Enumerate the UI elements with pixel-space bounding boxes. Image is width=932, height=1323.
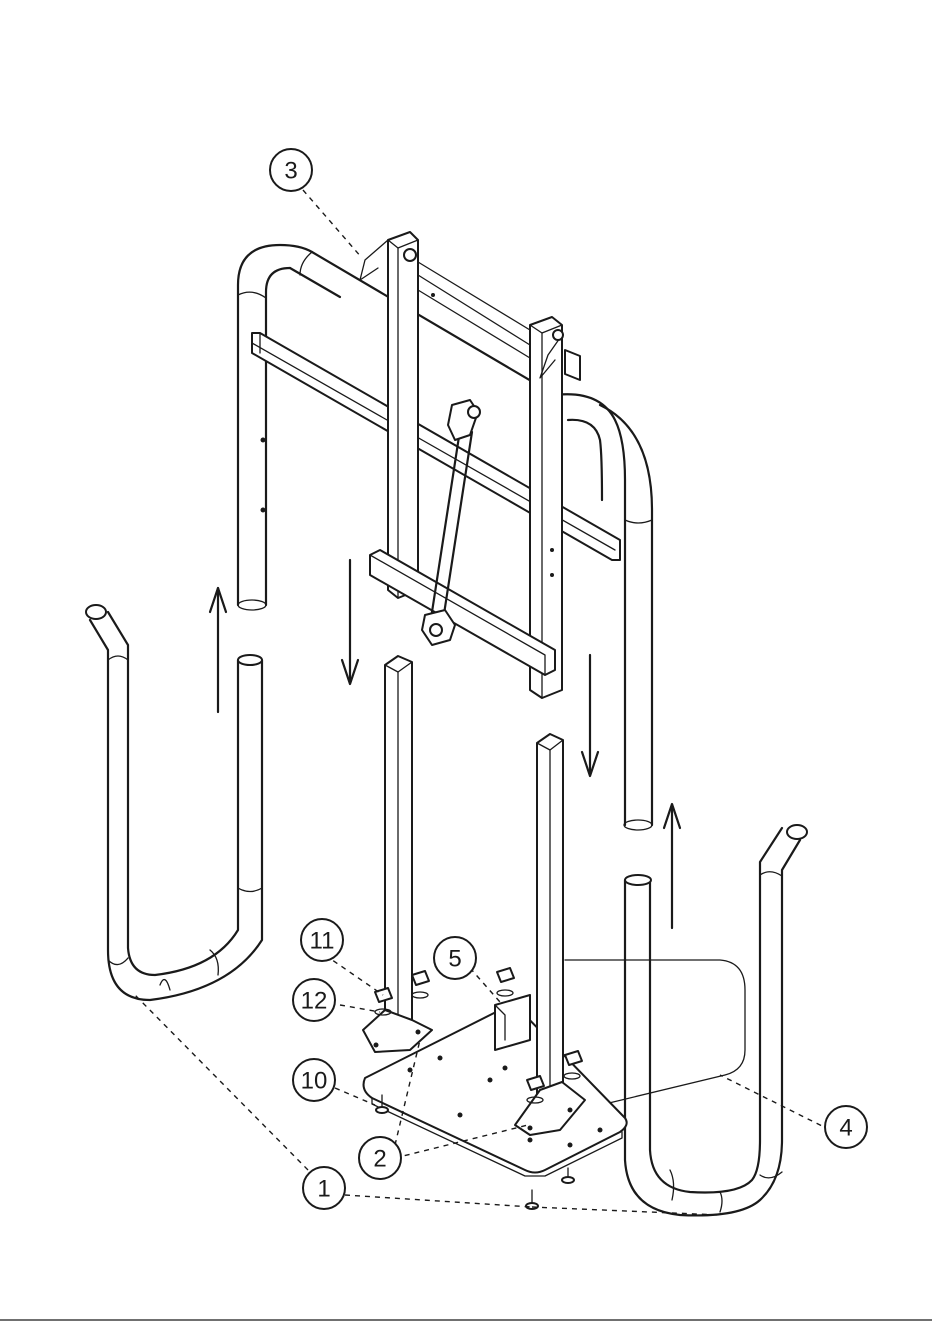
callout-2: 2 xyxy=(359,1137,401,1179)
callout-3: 3 xyxy=(270,149,312,191)
arrow-up-left xyxy=(210,588,226,712)
callout-12-label: 12 xyxy=(301,988,328,1015)
callout-5: 5 xyxy=(434,937,476,979)
callout-12: 12 xyxy=(293,979,335,1021)
callout-2-label: 2 xyxy=(373,1146,386,1173)
callout-1-label: 1 xyxy=(317,1176,330,1203)
callout-4-label: 4 xyxy=(839,1115,852,1142)
callout-11-label: 11 xyxy=(310,928,335,955)
callout-3-label: 3 xyxy=(284,158,297,185)
arrow-down-mid xyxy=(342,560,358,684)
arrow-down-right xyxy=(582,655,598,776)
callout-10-label: 10 xyxy=(301,1068,328,1095)
callout-1: 1 xyxy=(303,1167,345,1209)
mounting-bracket xyxy=(495,995,530,1050)
callout-5-label: 5 xyxy=(448,946,461,973)
callout-10: 10 xyxy=(293,1059,335,1101)
callout-4: 4 xyxy=(825,1106,867,1148)
right-u-tube xyxy=(625,825,807,1215)
left-u-tube xyxy=(86,605,262,1000)
callout-11: 11 xyxy=(301,919,343,961)
arrow-up-right xyxy=(664,804,680,928)
